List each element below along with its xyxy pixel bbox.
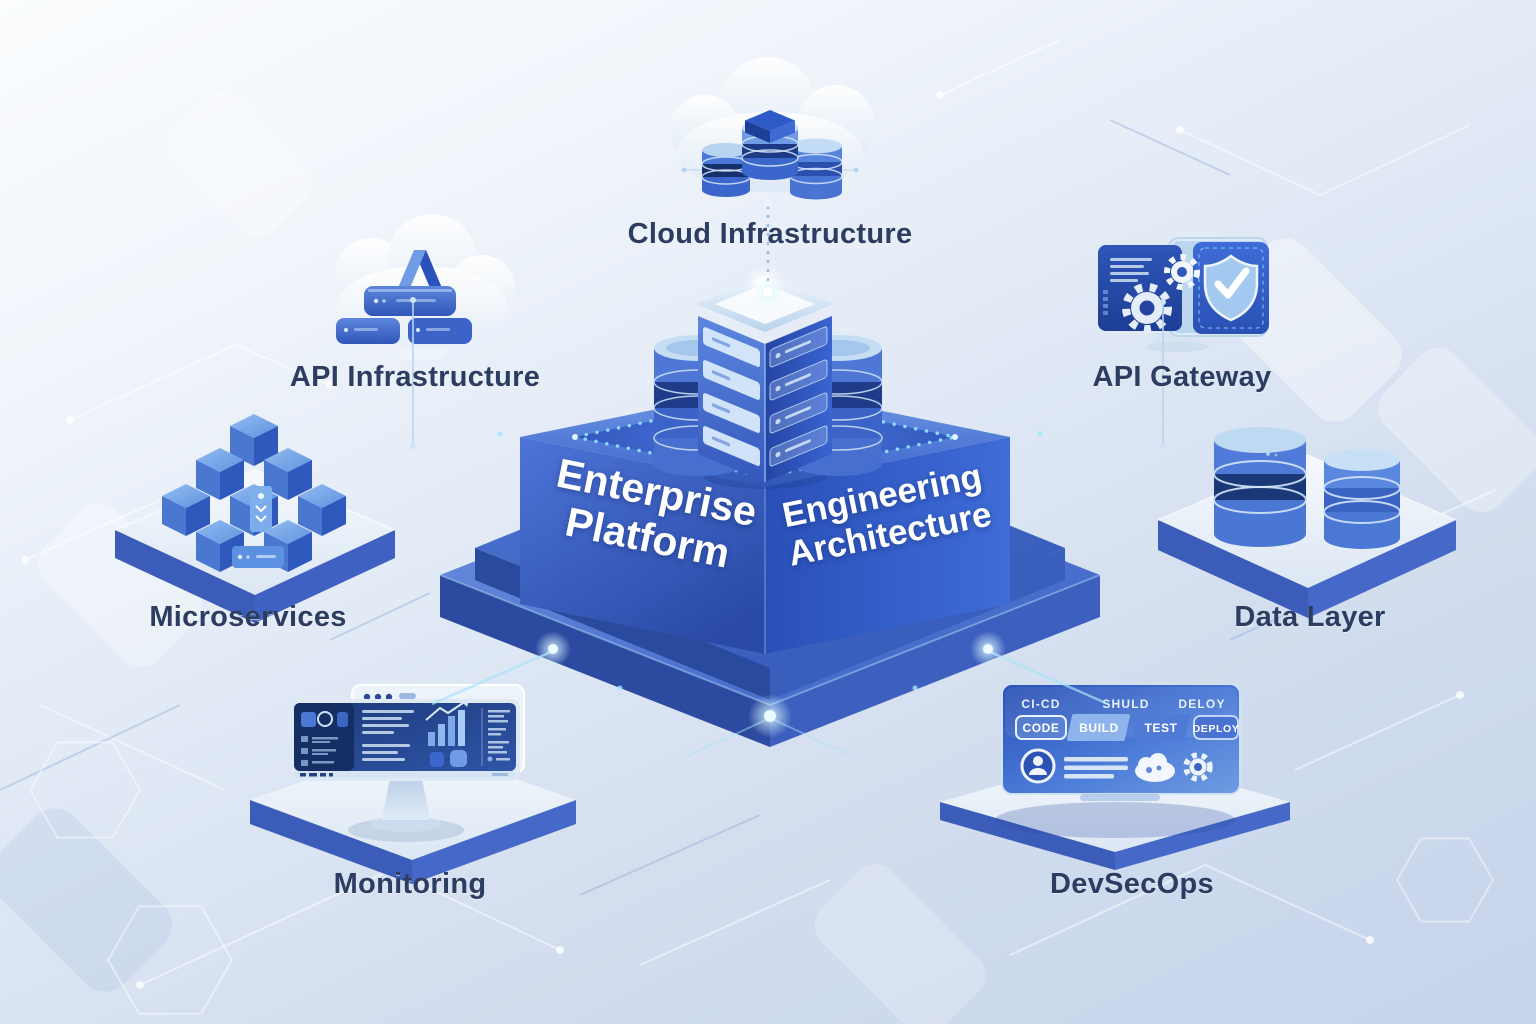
label-data-layer: Data Layer	[1234, 601, 1386, 633]
label-cloud-infrastructure: Cloud Infrastructure	[627, 218, 913, 250]
gear-icon-large	[1122, 283, 1172, 333]
pipeline-header-cicd: CI-CD	[1021, 697, 1060, 711]
svg-text:DEPLOY: DEPLOY	[1193, 723, 1240, 735]
gear-icon-small	[1164, 254, 1200, 290]
cubes-cluster-icon	[114, 414, 396, 623]
stage-button-build: BUILD	[1067, 714, 1130, 741]
cloud-database-icon	[670, 57, 875, 200]
shield-check-icon	[1193, 242, 1269, 334]
label-api-gateway: API Gateway	[1092, 361, 1272, 393]
server-box-main	[364, 286, 456, 316]
monitor-stand	[382, 778, 430, 820]
stage-button-deploy: DEPLOY	[1193, 715, 1240, 740]
stage-button-code: CODE	[1015, 715, 1067, 740]
log-lines	[1064, 757, 1128, 779]
pipeline-panel: CI-CD SHULD DELOY CODE BUILD TEST DEPLOY	[1001, 683, 1241, 801]
tower-slots-left	[703, 327, 760, 466]
cloud-icon	[1135, 753, 1175, 782]
tower-slots-right	[769, 326, 828, 467]
label-api-infrastructure: API Infrastructure	[289, 361, 541, 393]
cloud-server-icon	[334, 214, 515, 360]
lambda-icon	[398, 250, 442, 288]
service-pillar	[250, 486, 272, 532]
cloud-cube-icon	[745, 110, 795, 143]
server-box-right	[408, 318, 472, 344]
svg-text:TEST: TEST	[1144, 721, 1177, 735]
database-cylinder-large	[1213, 427, 1307, 547]
service-box	[232, 546, 284, 568]
database-cylinder-small	[1323, 449, 1401, 549]
hexagon-decor	[28, 741, 1495, 1015]
gear-icon	[1183, 752, 1213, 782]
monitor-screen	[290, 698, 520, 781]
label-monitoring: Monitoring	[333, 868, 487, 900]
svg-text:CODE: CODE	[1022, 721, 1059, 735]
pipeline-panel-icon: CI-CD SHULD DELOY CODE BUILD TEST DEPLOY	[940, 683, 1290, 870]
user-icon	[1020, 748, 1056, 784]
server-tower-icon	[696, 264, 834, 482]
pipeline-header-deploy: DELOY	[1178, 697, 1225, 711]
isometric-platform	[1157, 454, 1457, 618]
cloud-cylinder-right	[789, 138, 843, 200]
database-cylinders-icon	[1157, 427, 1457, 618]
server-box-left	[336, 318, 400, 344]
shield-gears-monitor-icon	[1098, 237, 1269, 352]
dashboard-monitor-icon	[250, 684, 576, 884]
pipeline-header-build: SHULD	[1102, 697, 1149, 711]
svg-text:BUILD: BUILD	[1079, 721, 1119, 735]
stage-button-test: TEST	[1133, 714, 1190, 741]
label-microservices: Microservices	[149, 601, 347, 633]
label-devsecops: DevSecOps	[1050, 868, 1214, 900]
